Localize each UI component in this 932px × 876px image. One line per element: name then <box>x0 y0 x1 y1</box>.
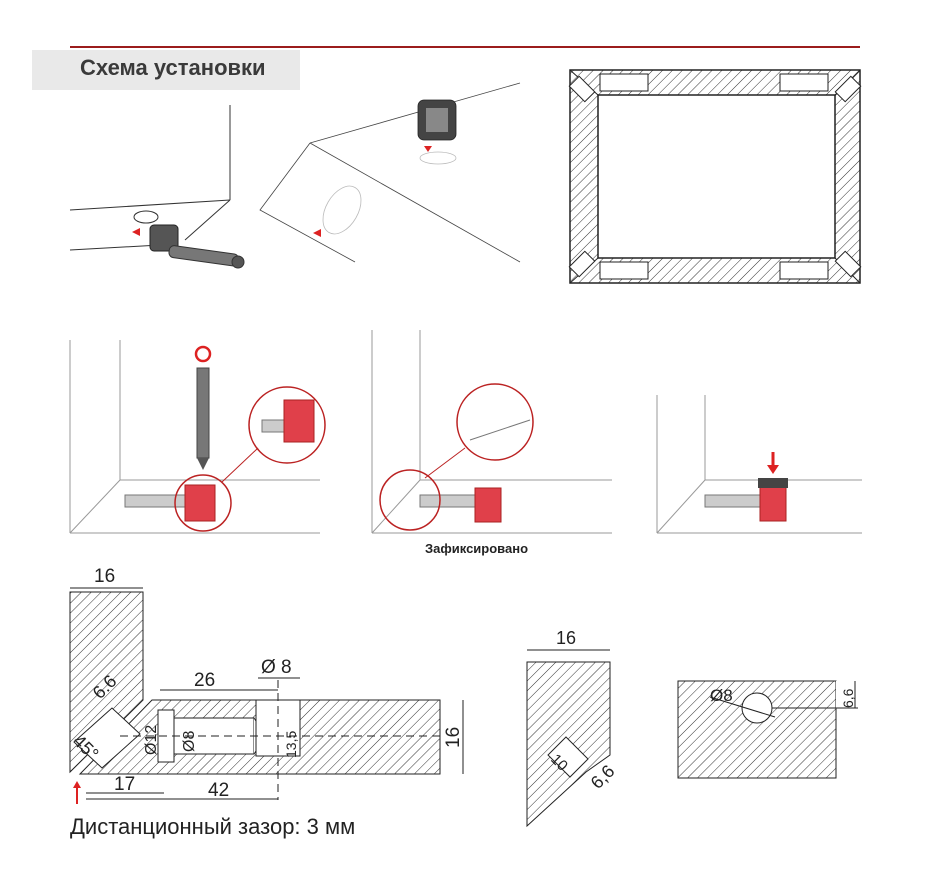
dim-26: 26 <box>194 670 215 691</box>
hole-section-drawing: Ø8 6,6 <box>677 680 858 779</box>
dim-d8: Ø8 <box>181 731 198 752</box>
dim-42: 42 <box>208 780 229 801</box>
dim-d12: Ø12 <box>143 725 160 755</box>
header-rule <box>70 46 860 48</box>
dim-13-5: 13,5 <box>283 731 299 758</box>
gap-arrow-icon <box>73 781 81 804</box>
screwdriver-icon <box>196 367 210 470</box>
step-1-diagram <box>69 340 326 534</box>
panel-sketch <box>259 82 521 263</box>
step-2-diagram <box>371 330 612 534</box>
frame-section <box>568 69 862 284</box>
dim-6-6-hole: 6,6 <box>840 688 856 708</box>
dim-16-top: 16 <box>94 566 115 587</box>
page-title: Схема установки <box>80 55 266 80</box>
angled-section-drawing: 16 10 6,6 <box>526 628 619 828</box>
dim-17: 17 <box>114 774 135 795</box>
dim-16-small: 16 <box>556 628 576 648</box>
cabinet-corner-sketch <box>69 105 245 269</box>
gap-caption: Дистанционный зазор: 3 мм <box>70 814 355 839</box>
dim-d8-top: Ø 8 <box>261 657 292 678</box>
main-section-drawing: 16 26 Ø 8 6.6 45° Ø12 Ø8 13,5 16 17 42 <box>69 566 464 804</box>
dim-16-right: 16 <box>443 727 464 748</box>
fixed-label: Зафиксировано <box>425 541 528 556</box>
dim-d8-hole: Ø8 <box>710 686 733 705</box>
press-arrow-icon <box>767 452 779 474</box>
connector-icon <box>149 224 245 269</box>
cam-lock-icon <box>417 99 457 141</box>
title-box <box>32 50 300 90</box>
step-3-diagram <box>656 395 862 534</box>
rotate-icon <box>194 345 212 363</box>
